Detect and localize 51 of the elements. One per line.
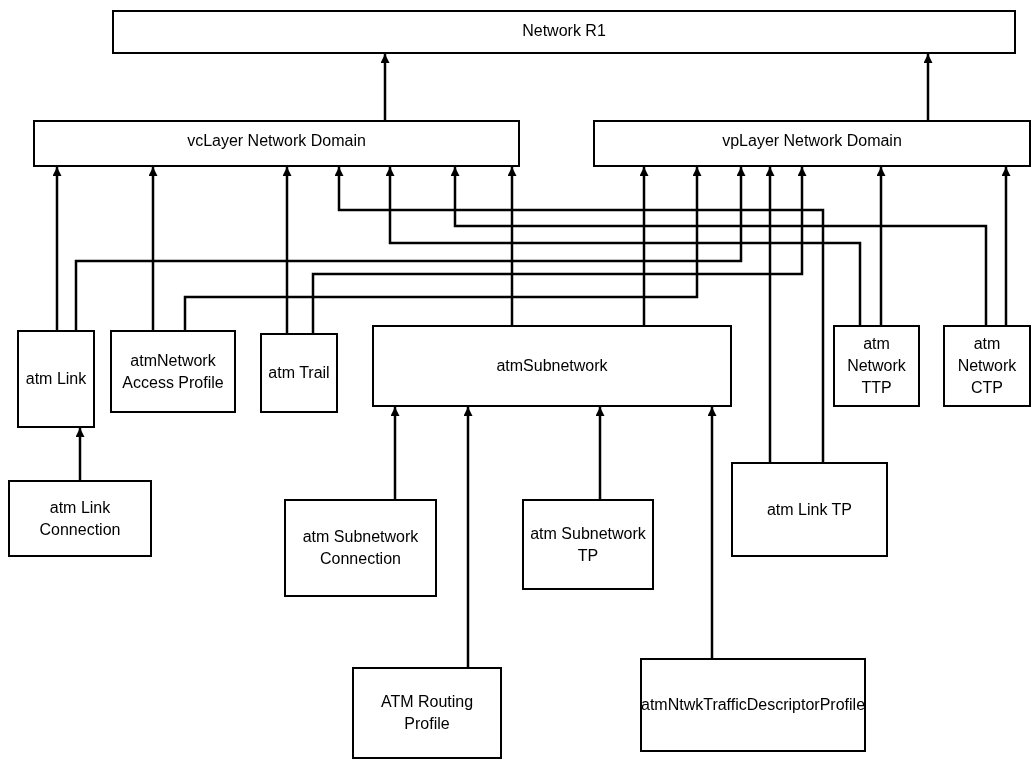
class-box [640,658,866,752]
class-name: atm Link [25,369,87,389]
arrow [282,167,292,333]
class-name: atm Subnetwork TP [529,523,647,566]
class-box [284,499,437,597]
class-name: atm Network TTP [846,334,907,398]
class-name: atm Trail [268,363,330,383]
arrow [183,167,702,330]
class-name: atm Link TP [766,499,853,520]
class-name: atmNtwkTrafficDescriptorProfile [641,695,866,715]
class-name: vcLayer Network Domain [187,131,366,151]
class-box [731,462,888,557]
arrow [334,167,825,462]
arrow [876,167,886,325]
class-box [110,330,236,413]
arrow [595,407,605,499]
arrow [380,54,390,120]
arrow [148,167,158,330]
class-box [352,667,502,759]
class-box [260,333,338,413]
class-name: atmSubnetwork [496,356,608,376]
arrow [450,167,988,325]
class-box [33,120,520,167]
arrow [52,167,62,330]
class-name: vpLayer Network Domain [722,131,902,151]
arrow [765,167,775,462]
class-name: Network R1 [522,21,606,41]
arrow [707,407,717,658]
arrow [507,167,517,325]
class-name: atmNetwork Access Profile [121,350,225,393]
arrow [385,167,862,325]
class-box [372,325,732,407]
class-box [833,325,920,407]
class-box [943,325,1031,407]
class-name: atm Link Connection [38,497,122,540]
class-name: atm Network CTP [956,334,1018,398]
arrow [74,167,746,330]
class-box [8,480,152,557]
class-box [112,10,1016,54]
class-box [522,499,654,590]
class-box [17,330,95,428]
class-name: ATM Routing Profile [379,692,475,734]
class-box [593,120,1031,167]
arrow [311,167,807,333]
arrow [463,407,473,667]
arrow [390,407,400,499]
class-name: atm Subnetwork Connection [301,527,420,569]
arrow [1001,167,1011,325]
arrow [639,167,649,325]
arrow [923,54,933,120]
arrow [75,428,85,480]
